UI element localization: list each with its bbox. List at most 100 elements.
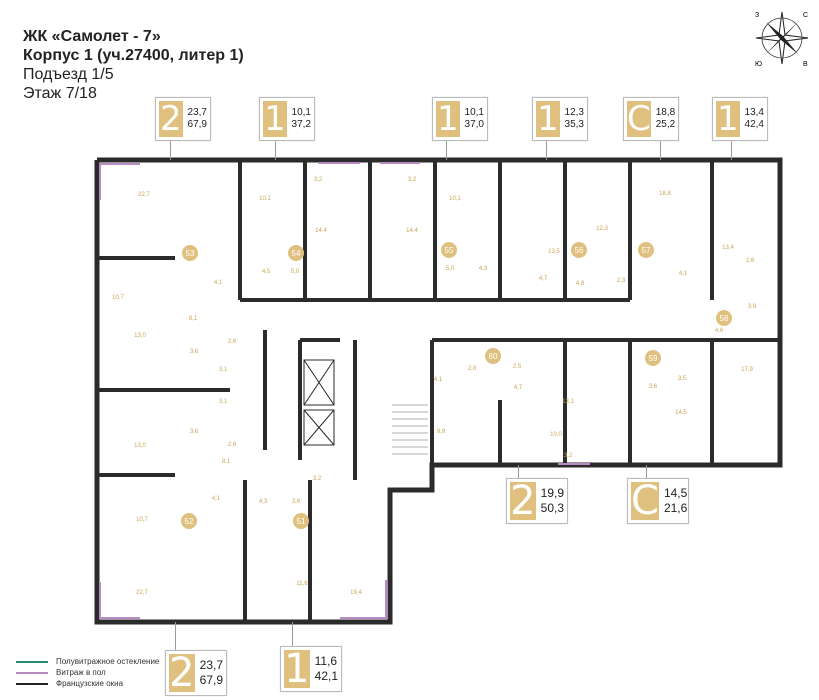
room-area-label: 3,2 [313, 476, 322, 482]
living-area: 10,1 [464, 107, 484, 118]
living-area: 12,3 [564, 107, 584, 118]
room-area-label: 5,0 [291, 269, 300, 275]
card-leader-line [170, 141, 171, 160]
room-area-label: 9,9 [437, 429, 446, 435]
apartment-marker-52[interactable]: 52 [181, 513, 197, 529]
room-area-label: 4,7 [514, 385, 523, 391]
legend-label: Полувитражное остекление [56, 657, 160, 666]
total-area: 67,9 [187, 119, 207, 130]
apartment-marker-54[interactable]: 54 [288, 245, 304, 261]
apartment-number: 52 [185, 517, 194, 526]
compass-e: В [803, 61, 808, 68]
room-area-label: 10,7 [136, 517, 148, 523]
total-area: 25,2 [655, 119, 676, 130]
stairs [392, 404, 428, 455]
legend-stained-glass: Витраж в пол [16, 667, 159, 678]
apartment-marker-58[interactable]: 58 [716, 310, 732, 326]
room-count-badge: С [627, 99, 651, 139]
room-area-label: 2,3 [617, 278, 626, 284]
apartment-marker-56[interactable]: 56 [571, 242, 587, 258]
room-area-label: 14,5 [675, 410, 687, 416]
legend: Полувитражное остекление Витраж в пол Фр… [16, 656, 159, 689]
compass-n: С [803, 12, 808, 19]
apartment-number: 57 [642, 246, 651, 255]
room-area-label: 17,9 [741, 367, 753, 373]
room-area-label: 4,1 [214, 280, 223, 286]
room-area-label: 3,2 [408, 177, 417, 183]
apartment-marker-57[interactable]: 57 [638, 242, 654, 258]
room-area-label: 13,0 [134, 443, 146, 449]
apartment-marker-60[interactable]: 60 [485, 348, 501, 364]
card-leader-line [546, 141, 547, 160]
apartment-marker-59[interactable]: 59 [645, 350, 661, 366]
apartment-marker-55[interactable]: 55 [441, 242, 457, 258]
apartment-number: 58 [720, 314, 729, 323]
apartment-number: 55 [445, 246, 454, 255]
total-area: 37,2 [291, 119, 311, 130]
living-area: 23,7 [199, 658, 223, 672]
card-leader-line [292, 622, 293, 646]
room-area-label: 8,1 [189, 316, 198, 322]
apartment-number: 56 [575, 246, 584, 255]
apartment-marker-51[interactable]: 51 [293, 513, 309, 529]
card-leader-line [518, 465, 519, 478]
room-count-badge: 2 [510, 478, 536, 524]
room-count-badge: 1 [536, 99, 560, 139]
room-area-label: 14,4 [315, 228, 327, 234]
compass-s: Ю [755, 61, 762, 68]
apartment-number: 54 [292, 249, 301, 258]
room-area-label: 2,6 [746, 258, 755, 264]
total-area: 42,4 [744, 119, 764, 130]
interior-walls [97, 160, 780, 622]
room-area-label: 3,2 [314, 177, 323, 183]
apartment-marker-circle [182, 245, 198, 261]
room-area-label: 2,6 [228, 442, 237, 448]
legend-french-windows: Французские окна [16, 678, 159, 689]
living-area: 10,1 [291, 107, 311, 118]
room-area-label: 4,5 [262, 269, 271, 275]
room-area-label: 4,6 [715, 328, 724, 334]
card-leader-line [731, 141, 732, 160]
room-area-label: 12,3 [596, 226, 608, 232]
living-area: 19,9 [540, 486, 564, 500]
living-area: 11,6 [314, 654, 338, 668]
apartment-marker-circle [441, 242, 457, 258]
room-area-label: 3,1 [219, 399, 228, 405]
card-leader-line [275, 141, 276, 160]
room-count-badge: 1 [716, 99, 740, 139]
room-area-label: 2,8 [468, 366, 477, 372]
apartment-marker-circle [181, 513, 197, 529]
compass-w: З [755, 12, 759, 19]
total-area: 37,0 [464, 119, 484, 130]
room-area-label: 4,1 [434, 377, 443, 383]
room-area-label: 4,7 [539, 276, 548, 282]
apartment-marker-circle [485, 348, 501, 364]
apartment-marker-circle [716, 310, 732, 326]
room-area-label: 3,5 [678, 376, 687, 382]
apartment-marker-circle [645, 350, 661, 366]
living-area: 14,5 [663, 486, 688, 500]
entrance-label: Подъезд 1/5 [23, 66, 114, 83]
header: ЖК «Самолет - 7» Корпус 1 (уч.27400, лит… [23, 27, 244, 103]
room-area-label: 10,7 [112, 295, 124, 301]
room-area-label: 4,8 [576, 281, 585, 287]
apartment-marker-circle [293, 513, 309, 529]
apartment-marker-53[interactable]: 53 [182, 245, 198, 261]
